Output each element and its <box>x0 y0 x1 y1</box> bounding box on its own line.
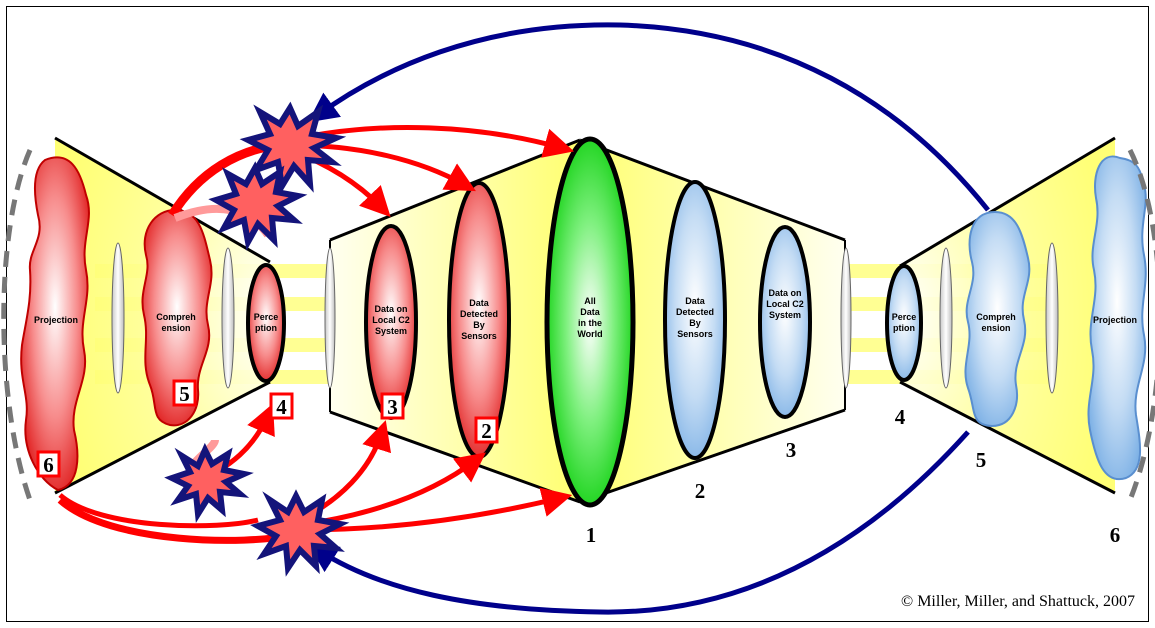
right-projection-group <box>1087 148 1155 501</box>
rs4-line: Sensors <box>677 329 713 339</box>
number-4: 4 <box>895 405 906 429</box>
w3-line: in the <box>578 318 602 328</box>
w4-line: World <box>577 329 602 339</box>
number-5: 5 <box>976 448 987 472</box>
svg-text:3: 3 <box>387 395 398 419</box>
collision-star-bottom-2 <box>250 489 350 577</box>
rc1-line: Data on <box>768 288 801 298</box>
rc2-line: Local C2 <box>766 299 804 309</box>
ls4-line: Sensors <box>461 331 497 341</box>
number-1: 1 <box>586 523 597 547</box>
left-projection-label: Projection <box>34 315 78 325</box>
rm2-line: ension <box>981 323 1010 333</box>
lc2-line: Local C2 <box>372 315 410 325</box>
left-perception-ellipse <box>246 263 286 383</box>
rs1-line: Data <box>685 296 706 306</box>
navy-arrows <box>307 22 990 615</box>
lm1-line: Compreh <box>156 312 196 322</box>
right-projection-label: Projection <box>1093 315 1137 325</box>
badge-3: 3 <box>380 392 405 420</box>
rc3-line: System <box>769 310 801 320</box>
svg-text:4: 4 <box>276 395 287 419</box>
lc3-line: System <box>375 326 407 336</box>
rs3-line: By <box>689 318 701 328</box>
number-3: 3 <box>786 438 797 462</box>
svg-text:5: 5 <box>179 382 190 406</box>
collision-stars <box>164 101 350 577</box>
ls2-line: Detected <box>460 309 498 319</box>
svg-text:6: 6 <box>43 453 54 477</box>
left-projection-shape <box>20 156 90 492</box>
rm1-line: Compreh <box>976 312 1016 322</box>
rp1-line: Perce <box>892 312 917 322</box>
collision-star-top-1 <box>239 101 347 195</box>
left-stage-badges: 2 3 4 5 6 <box>36 379 499 478</box>
badge-6: 6 <box>36 450 61 478</box>
navy-arrow-top <box>307 22 990 212</box>
ls1-line: Data <box>469 298 490 308</box>
lc1-line: Data on <box>374 304 407 314</box>
right-projection-shape <box>1087 155 1147 481</box>
right-projection-dashed-arc <box>1127 148 1155 501</box>
badge-2: 2 <box>474 416 499 444</box>
navy-arrow-bottom <box>307 430 970 615</box>
right-stage-numbers: 1 2 3 4 5 6 <box>586 405 1121 547</box>
red-arrow-to-sensors-bottom <box>299 452 486 528</box>
left-projection-dashed-arc <box>1 148 33 501</box>
right-local-c2-ellipse <box>758 225 812 419</box>
red-arrow-bottom-main <box>57 497 291 544</box>
rp2-line: ption <box>893 323 915 333</box>
svg-text:2: 2 <box>481 419 492 443</box>
red-arrow-to-world-bottom <box>299 487 573 533</box>
right-perception-ellipse <box>885 264 923 382</box>
red-arrow-bottom-base <box>58 493 259 529</box>
left-projection-group <box>1 148 90 501</box>
world-ellipse <box>544 136 636 508</box>
lp2-line: ption <box>255 323 277 333</box>
rs2-line: Detected <box>676 307 714 317</box>
copyright-text: © Miller, Miller, and Shattuck, 2007 <box>901 593 1135 610</box>
ls3-line: By <box>473 320 485 330</box>
lp1-line: Perce <box>254 312 279 322</box>
left-comprehension-shape <box>141 208 213 427</box>
right-sensors-ellipse <box>663 180 727 460</box>
badge-5: 5 <box>172 379 197 407</box>
collision-star-bottom-1 <box>164 442 254 524</box>
lens-slivers <box>111 242 1059 394</box>
right-comprehension-shape <box>964 210 1031 428</box>
w2-line: Data <box>580 307 601 317</box>
badge-4: 4 <box>269 392 294 420</box>
lm2-line: ension <box>161 323 190 333</box>
collision-star-top-2 <box>208 161 308 251</box>
number-2: 2 <box>695 479 706 503</box>
number-6: 6 <box>1110 523 1121 547</box>
w1-line: All <box>584 296 596 306</box>
